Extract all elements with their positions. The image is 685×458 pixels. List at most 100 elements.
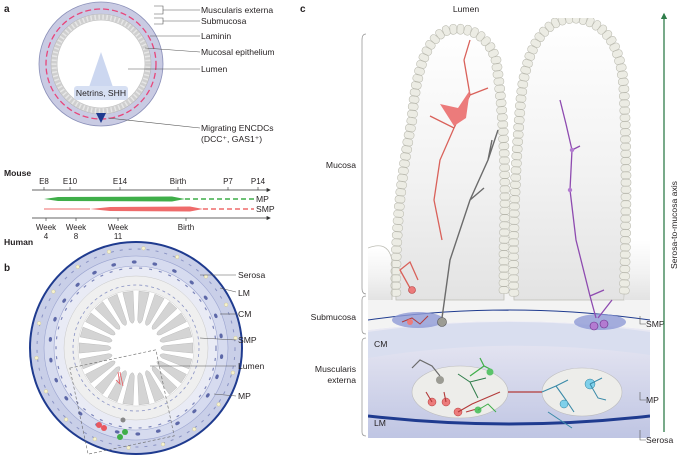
villus bbox=[94, 301, 121, 330]
epithelial-cell bbox=[508, 289, 520, 297]
epithelial-cell bbox=[498, 257, 510, 265]
myenteric-ganglion bbox=[111, 263, 117, 267]
epithelial-cell bbox=[480, 36, 491, 47]
epithelial-cell bbox=[620, 222, 631, 230]
villus bbox=[85, 360, 116, 384]
epithelial-cell bbox=[499, 235, 510, 244]
mouse-tick-label: P14 bbox=[251, 177, 266, 186]
submucosa-bracket bbox=[361, 295, 367, 335]
mouse-tick-label: E10 bbox=[63, 177, 78, 186]
epithelial-cell bbox=[499, 214, 511, 222]
epithelial-cell bbox=[397, 173, 408, 182]
netrins-gradient-cone bbox=[86, 52, 116, 96]
serosal-cell bbox=[126, 445, 131, 450]
epithelial-cell bbox=[516, 87, 528, 96]
epithelial-cell bbox=[496, 106, 508, 115]
epithelial-cell bbox=[619, 121, 631, 129]
label-submucosa: Submucosa bbox=[201, 16, 247, 26]
epithelial-cell bbox=[390, 253, 402, 261]
myenteric-neurons bbox=[411, 357, 607, 429]
epithelial-cell bbox=[606, 36, 617, 46]
villus bbox=[156, 360, 187, 384]
serosal-cell bbox=[160, 442, 165, 447]
epithelial-cell bbox=[494, 84, 506, 93]
epithelial-cell bbox=[498, 135, 509, 143]
epithelial-cells bbox=[390, 18, 632, 297]
panel-a-gut-cross-section: Netrins, SHH bbox=[38, 1, 164, 127]
myenteric-ganglion bbox=[219, 354, 224, 359]
myenteric-ganglion bbox=[53, 316, 57, 322]
epithelial-cell bbox=[527, 45, 538, 55]
epithelial-cell bbox=[511, 152, 523, 160]
label-mp-c: MP bbox=[646, 395, 659, 405]
epithelial-cell bbox=[412, 74, 424, 83]
muscularis-bracket bbox=[361, 337, 367, 437]
epithelial-cell bbox=[493, 77, 505, 86]
villus bbox=[107, 370, 127, 403]
epithelial-cell bbox=[392, 217, 404, 225]
serosal-cell bbox=[216, 402, 221, 407]
epithelial-cell bbox=[508, 217, 520, 225]
epithelial-cell bbox=[508, 253, 519, 261]
epithelial-cell bbox=[520, 66, 532, 75]
epithelial-cell bbox=[619, 114, 631, 122]
myenteric-ganglion bbox=[172, 269, 177, 273]
smp-bar-label: SMP bbox=[256, 204, 275, 214]
epithelial-cell bbox=[491, 63, 503, 72]
myenteric-ganglion bbox=[205, 393, 210, 398]
label-laminin: Laminin bbox=[201, 31, 231, 41]
epithelial-cell bbox=[620, 207, 632, 216]
epithelial-cell bbox=[390, 289, 402, 297]
epithelial-cell bbox=[402, 138, 414, 147]
epithelial-cell bbox=[499, 228, 510, 237]
cm-band bbox=[368, 322, 650, 358]
epithelial-cell bbox=[618, 85, 630, 93]
epithelial-cell bbox=[421, 46, 433, 56]
epithelial-cell bbox=[498, 250, 510, 258]
epithelial-cell bbox=[396, 181, 407, 189]
epithelial-cell bbox=[497, 127, 509, 136]
mouse-tick-label: E8 bbox=[39, 177, 49, 186]
epithelial-cell bbox=[609, 42, 620, 52]
myenteric-ganglion bbox=[49, 357, 53, 363]
label-smp-b: SMP bbox=[238, 335, 257, 345]
epithelial-cell bbox=[495, 91, 506, 100]
epithelial-cell bbox=[585, 18, 595, 28]
serosal-cell bbox=[175, 254, 180, 259]
myenteric-ganglion bbox=[135, 432, 141, 436]
epithelial-cell bbox=[475, 31, 486, 42]
epithelial-cell bbox=[400, 152, 411, 161]
human-tick-label: Week bbox=[108, 223, 129, 232]
epithelial-cell bbox=[620, 186, 632, 194]
label-serosa-to-mucosa-axis: Serosa-to-mucosa axis bbox=[669, 181, 679, 269]
epithelial-cell bbox=[497, 113, 508, 122]
epithelial-cell bbox=[393, 202, 405, 211]
label-mucosa-c: Mucosa bbox=[326, 160, 356, 170]
epithelial-cell bbox=[410, 81, 422, 90]
serosal-cell bbox=[43, 389, 48, 394]
epithelial-cell bbox=[620, 200, 632, 208]
epithelial-cell bbox=[398, 166, 409, 175]
epithelial-cell bbox=[511, 159, 522, 168]
label-cm-c: CM bbox=[374, 339, 387, 349]
epithelial-cell bbox=[401, 145, 413, 154]
villus bbox=[79, 326, 113, 343]
epithelial-cell bbox=[620, 214, 632, 223]
epithelial-cell bbox=[620, 178, 632, 187]
label-muscularis-c: Muscularis bbox=[315, 364, 356, 374]
serosal-cell bbox=[106, 249, 111, 254]
serosa-line bbox=[368, 414, 650, 426]
serosal-cell bbox=[64, 417, 69, 422]
serosal-cell bbox=[75, 264, 80, 269]
epithelial-cell bbox=[429, 34, 440, 45]
serosa-to-mucosa-axis: Serosa-to-mucosa axis bbox=[660, 12, 679, 432]
epithelial-cell bbox=[441, 25, 451, 36]
epithelial-cell bbox=[498, 149, 510, 158]
villi-ring bbox=[78, 290, 194, 406]
epithelial-cell bbox=[615, 63, 627, 72]
epithelial-cell bbox=[619, 265, 631, 273]
villus bbox=[145, 370, 165, 403]
serosal-cell bbox=[34, 355, 39, 360]
epithelial-cell bbox=[392, 224, 403, 232]
